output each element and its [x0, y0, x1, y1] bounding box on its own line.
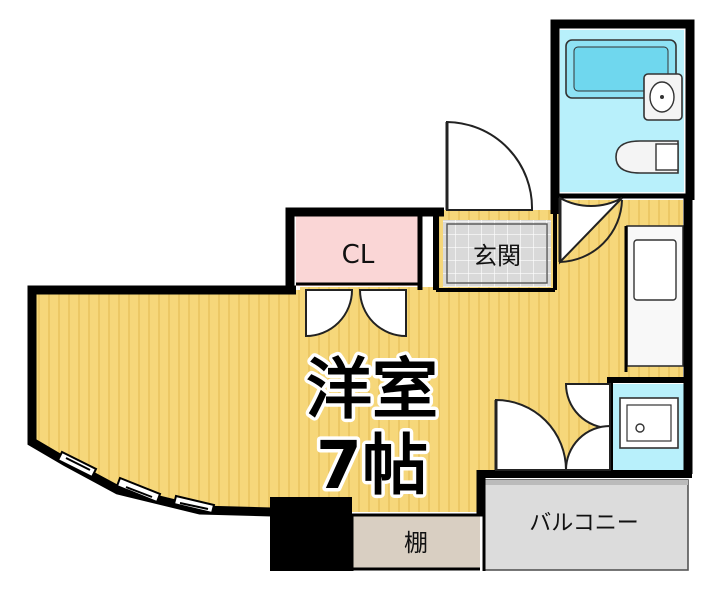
entrance: 玄関 [443, 220, 551, 287]
pipe-shaft [270, 497, 352, 571]
washer-pan-icon [619, 397, 679, 449]
room-label-western: 洋室 [306, 351, 438, 428]
kitchen-sink-icon [633, 239, 677, 301]
washer-area [612, 384, 684, 470]
balcony-label: バルコニー [529, 511, 639, 536]
toilet-icon [615, 140, 679, 174]
kitchen-counter [626, 225, 684, 367]
door-swing-icon [305, 120, 623, 471]
room-size-label: 7帖 [316, 427, 428, 504]
closet-label: CL [342, 240, 375, 270]
shelf: 棚 [352, 516, 480, 568]
shelf-label: 棚 [404, 529, 428, 557]
entrance-label: 玄関 [473, 242, 521, 270]
closet: CL [296, 216, 420, 286]
balcony: バルコニー [483, 479, 689, 571]
bathroom [560, 30, 684, 192]
washbasin-icon [643, 73, 683, 121]
window-icon [56, 450, 216, 515]
